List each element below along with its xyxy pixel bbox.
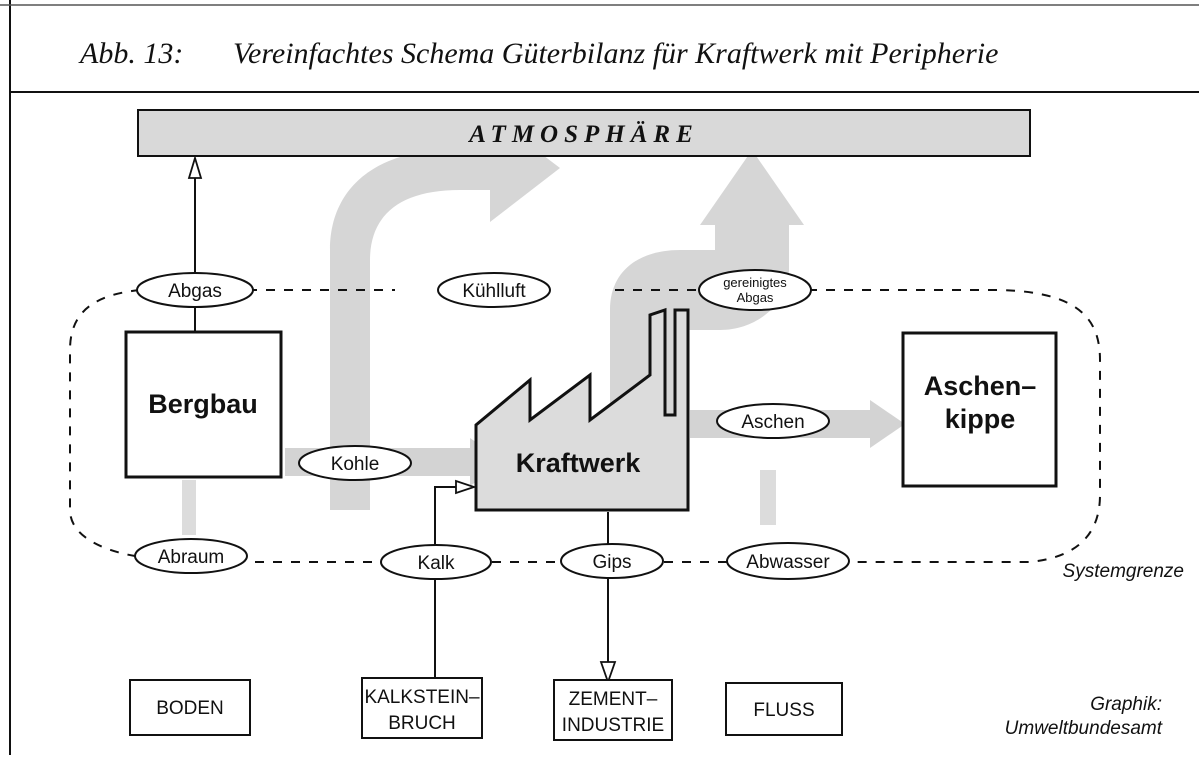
flow-exhaust: Abgas [136, 272, 254, 308]
wastewater-oval [726, 542, 850, 580]
power-plant-label: Kraftwerk [516, 448, 642, 478]
mining-shade-stub [182, 480, 196, 535]
clean-exhaust-label-line1: gereinigtes [723, 275, 787, 290]
ash-label: Aschen [741, 412, 804, 433]
flow-lime: Kalk [380, 544, 492, 580]
overburden-label: Abraum [158, 547, 225, 568]
coal-label: Kohle [331, 454, 380, 475]
soil-box [129, 679, 251, 736]
lime-feed-line [434, 486, 458, 680]
gypsum-label: Gips [592, 552, 631, 573]
lime-feed-arrowhead [455, 479, 477, 495]
wastewater-label: Abwasser [746, 552, 830, 573]
cooling-air-label: Kühlluft [462, 281, 526, 302]
river-label: FLUSS [753, 700, 814, 721]
cooling-air-oval [437, 272, 551, 308]
exhaust-label: Abgas [168, 281, 222, 302]
ash-dump-label-line2: kippe [945, 404, 1016, 434]
gypsum-oval [560, 543, 664, 579]
ash-dump-box [901, 331, 1058, 488]
quarry-label-line2: BRUCH [388, 713, 456, 734]
exhaust-arrowhead [187, 154, 203, 179]
flow-ash: Aschen [716, 403, 830, 439]
cement-box [553, 679, 673, 741]
credit-line2: Umweltbundesamt [1005, 718, 1163, 739]
flow-cooling-air: Kühlluft [437, 272, 551, 308]
soil-node: BODEN [129, 679, 251, 736]
river-box [725, 682, 843, 736]
system-boundary-label: Systemgrenze [1063, 561, 1184, 582]
credit-line1: Graphik: [1090, 694, 1162, 715]
figure-title: Vereinfachtes Schema Güterbilanz für Kra… [233, 37, 998, 70]
flow-gypsum: Gips [560, 543, 664, 579]
river-node: FLUSS [725, 682, 843, 736]
cement-label-line2: INDUSTRIE [562, 715, 664, 736]
cement-label-line1: ZEMENT– [569, 689, 658, 710]
atmosphere-label: ATMOSPHÄRE [467, 121, 699, 148]
clean-exhaust-label-line2: Abgas [737, 290, 774, 305]
soil-label: BODEN [156, 698, 224, 719]
exhaust-oval [136, 272, 254, 308]
quarry-node: KALKSTEIN– BRUCH [361, 677, 483, 739]
lime-label: Kalk [418, 553, 455, 574]
system-boundary-left [69, 289, 141, 557]
clean-exhaust-oval [698, 269, 812, 311]
ash-dump-label-line1: Aschen– [924, 371, 1037, 401]
flow-coal: Kohle [298, 445, 412, 481]
power-plant-shape [474, 307, 690, 512]
flow-overburden: Abraum [134, 538, 248, 574]
overburden-oval [134, 538, 248, 574]
gypsum-arrowhead [599, 661, 617, 685]
cement-node: ZEMENT– INDUSTRIE [553, 679, 673, 741]
flow-wastewater: Abwasser [726, 542, 850, 580]
ash-oval [716, 403, 830, 439]
quarry-box [361, 677, 483, 739]
flow-clean-exhaust: gereinigtes Abgas [698, 269, 812, 311]
atmosphere-band [137, 109, 1031, 157]
dump-shade-stub [760, 470, 776, 525]
system-boundary-right [808, 289, 1101, 563]
mining-label: Bergbau [148, 389, 258, 419]
mining-box [124, 330, 283, 479]
coal-oval [298, 445, 412, 481]
figure-number: Abb. 13: [78, 37, 183, 70]
quarry-label-line1: KALKSTEIN– [364, 687, 480, 708]
lime-oval [380, 544, 492, 580]
